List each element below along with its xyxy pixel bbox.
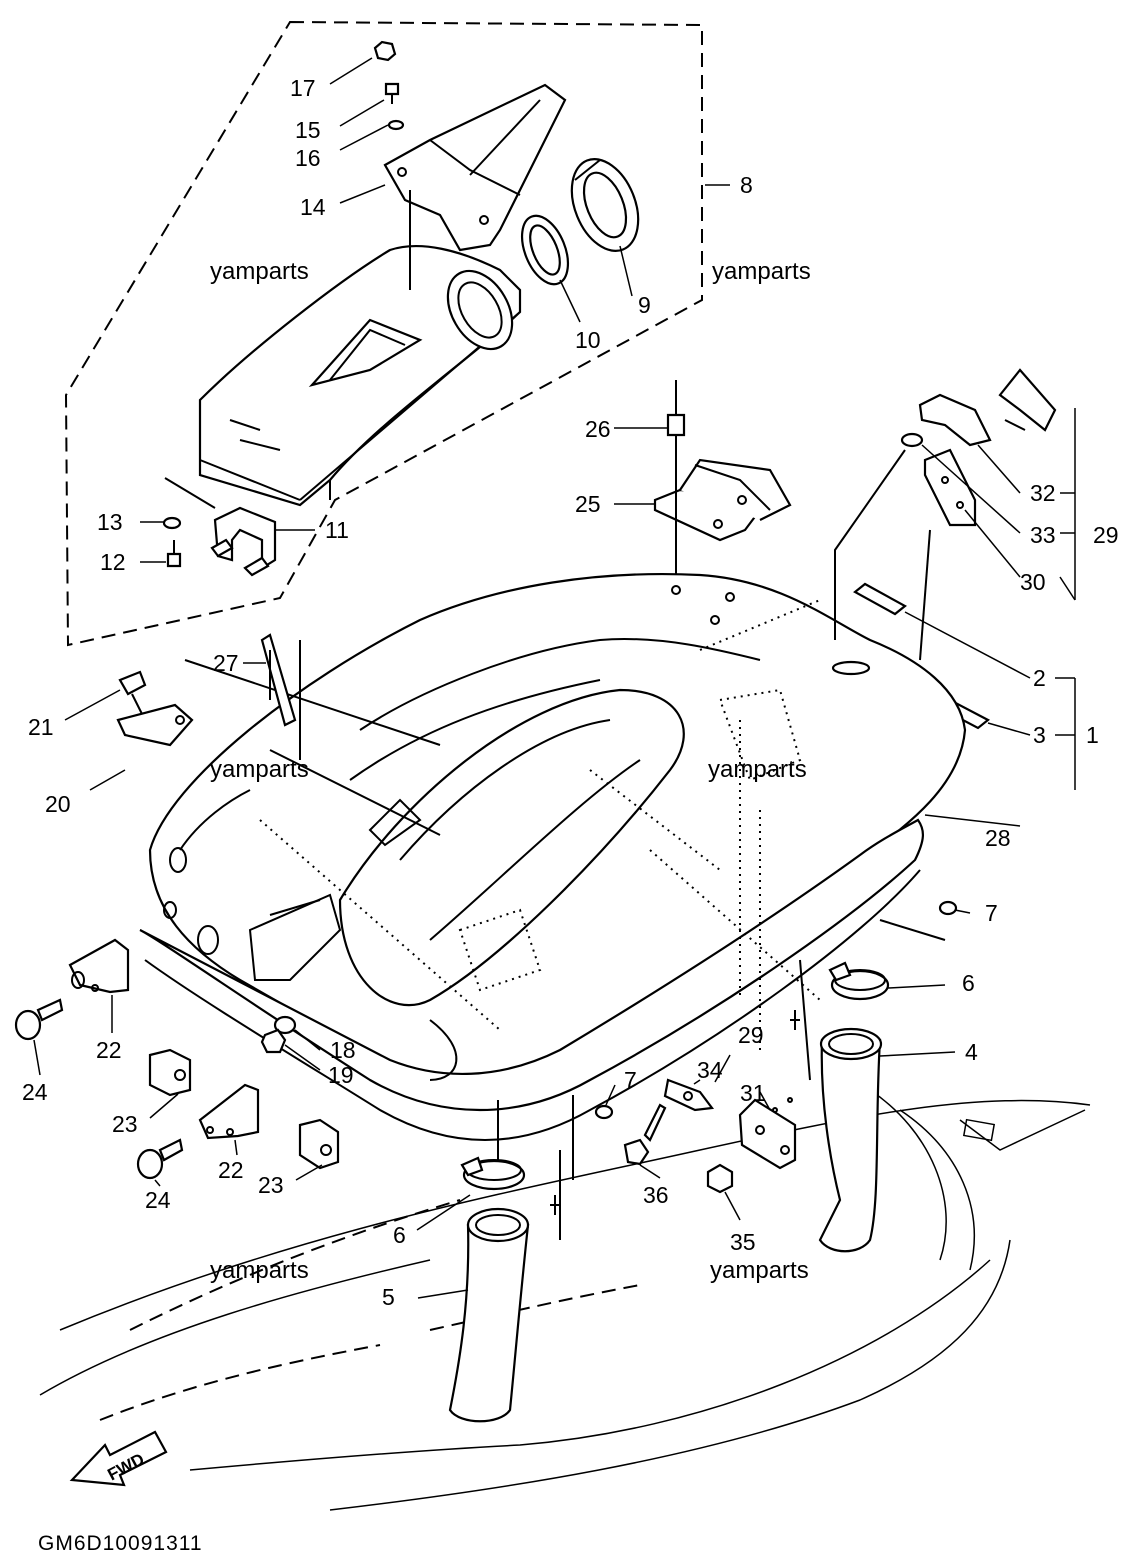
guide-lines <box>184 449 946 1240</box>
part-32 <box>918 368 1057 447</box>
callout-24: 24 <box>145 1187 171 1213</box>
watermark: yamparts <box>708 756 807 783</box>
plug-7-left <box>594 1104 614 1120</box>
callout-7: 7 <box>624 1067 637 1093</box>
bracket-11 <box>164 477 277 577</box>
plug-7-right <box>938 900 958 916</box>
callout-33: 33 <box>1030 522 1056 548</box>
callout-13: 13 <box>97 509 123 535</box>
bracket-22-right <box>198 1083 260 1140</box>
callout-7: 7 <box>985 900 998 926</box>
strip-27 <box>260 633 297 727</box>
callout-17: 17 <box>290 75 316 101</box>
leader-lines <box>33 57 1076 1299</box>
callout-11: 11 <box>325 517 349 543</box>
decal-2 <box>853 582 907 616</box>
plate-23-right <box>298 1118 340 1170</box>
watermark: yamparts <box>712 258 811 285</box>
callout-4: 4 <box>965 1039 978 1065</box>
callout-36: 36 <box>643 1182 669 1208</box>
ring-10 <box>520 214 570 286</box>
nut-19 <box>260 1028 287 1054</box>
callout-2: 2 <box>1033 665 1046 691</box>
bolt-24-left <box>14 998 64 1041</box>
callout-20: 20 <box>45 791 71 817</box>
plate-34 <box>663 1078 715 1112</box>
watermark: yamparts <box>710 1257 809 1284</box>
watermark: yamparts <box>210 1257 309 1284</box>
plate-30 <box>923 448 977 527</box>
callout-28: 28 <box>985 825 1011 851</box>
bracket-14 <box>383 83 567 290</box>
bracket-22-left <box>68 938 130 994</box>
ring-9 <box>570 157 640 253</box>
callout-32: 32 <box>1030 480 1056 506</box>
duct-cover <box>198 244 522 507</box>
plate-33 <box>900 432 924 448</box>
callout-5: 5 <box>382 1284 395 1310</box>
callout-27: 27 <box>213 650 239 676</box>
callout-12: 12 <box>100 549 126 575</box>
callout-22: 22 <box>96 1037 122 1063</box>
callout-29: 29 <box>1093 522 1119 548</box>
bolt-15 <box>384 82 400 104</box>
callout-25: 25 <box>575 491 601 517</box>
callout-14: 14 <box>300 194 326 220</box>
callout-6: 6 <box>393 1222 406 1248</box>
clamp-6-right <box>828 961 890 1001</box>
callout-9: 9 <box>638 292 651 318</box>
callout-31: 31 <box>740 1080 766 1106</box>
diagram-code: GM6D10091311 <box>38 1532 203 1555</box>
callout-30: 30 <box>1020 569 1046 595</box>
bolt-12 <box>166 540 182 568</box>
hose-5 <box>448 1207 530 1423</box>
callout-26: 26 <box>585 416 611 442</box>
callout-22: 22 <box>218 1157 244 1183</box>
callout-29: 29 <box>738 1022 764 1048</box>
callout-8: 8 <box>740 172 753 198</box>
washer-13 <box>162 516 182 530</box>
callout-19: 19 <box>328 1062 354 1088</box>
callout-10: 10 <box>575 327 601 353</box>
hull-outline <box>39 1089 1091 1511</box>
callout-16: 16 <box>295 145 321 171</box>
callout-3: 3 <box>1033 722 1046 748</box>
deck-body <box>139 572 967 1141</box>
rivet <box>550 1010 800 1215</box>
watermark: yamparts <box>210 756 309 783</box>
clamp-6-left <box>460 1156 526 1191</box>
fwd-arrow-icon: FWD <box>69 1430 168 1487</box>
cover-20 <box>116 703 194 747</box>
callout-34: 34 <box>697 1057 723 1083</box>
callout-23: 23 <box>258 1172 284 1198</box>
callout-18: 18 <box>330 1037 356 1063</box>
callout-labels: 1 2 3 4 5 6 6 7 7 8 9 10 11 12 13 14 15 … <box>22 75 1119 1310</box>
washer-16 <box>387 119 405 131</box>
watermark: yamparts <box>210 258 309 285</box>
nut-18 <box>273 1015 297 1035</box>
callout-1: 1 <box>1086 722 1099 748</box>
callout-24: 24 <box>22 1079 48 1105</box>
callout-6: 6 <box>962 970 975 996</box>
bolt-36 <box>623 1103 667 1166</box>
callout-35: 35 <box>730 1229 756 1255</box>
plate-31 <box>738 1097 797 1170</box>
callout-21: 21 <box>28 714 54 740</box>
plate-23-left <box>148 1048 192 1097</box>
nut-17 <box>373 40 397 62</box>
nut-35 <box>706 1163 734 1194</box>
callout-15: 15 <box>295 117 321 143</box>
callout-23: 23 <box>112 1111 138 1137</box>
grip-25 <box>653 458 792 542</box>
bolt-24-right <box>136 1138 184 1180</box>
hose-4 <box>818 1027 883 1253</box>
